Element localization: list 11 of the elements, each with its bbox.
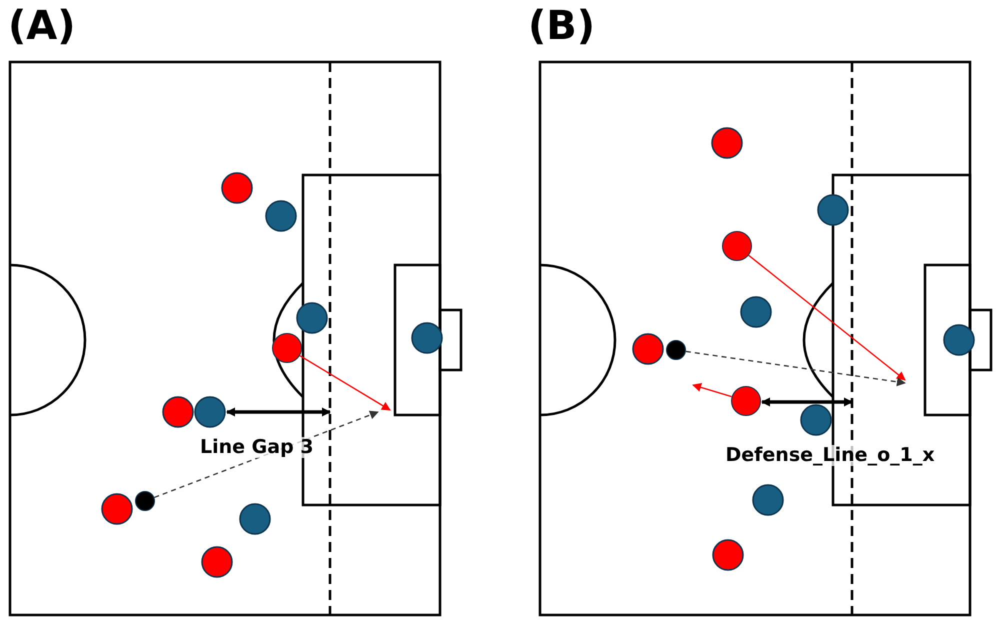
player-marker — [731, 386, 761, 416]
panel-label: (A) — [8, 6, 76, 46]
arrow — [686, 350, 906, 386]
player-marker — [722, 231, 752, 261]
arrow — [748, 254, 906, 381]
panel-label: (B) — [528, 6, 596, 46]
arrow — [300, 355, 391, 411]
ball-marker — [135, 491, 155, 511]
player-marker — [272, 333, 302, 363]
ball-marker — [666, 340, 686, 360]
arrow — [692, 383, 732, 398]
